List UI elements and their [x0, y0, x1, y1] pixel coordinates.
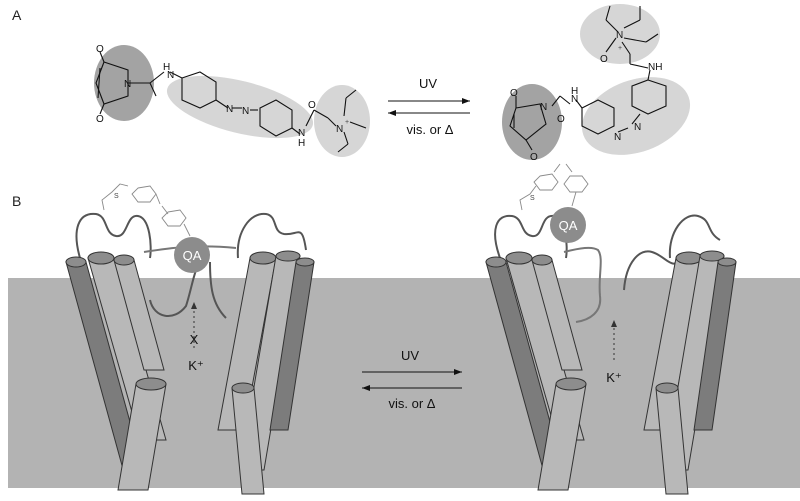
- panel-a-forward-label: UV: [419, 76, 437, 91]
- left-amide-h: H: [298, 138, 305, 149]
- panel-a-label: A: [12, 7, 22, 23]
- channel-open: S QA K⁺: [485, 163, 737, 495]
- helix-group-right-a: [485, 251, 587, 491]
- left-quat-charge: +: [345, 119, 349, 126]
- qa-label-left: QA: [183, 248, 202, 263]
- left-azo-n2: N: [242, 106, 249, 117]
- left-molecule: H N N N N H O N + N O O: [94, 44, 370, 157]
- panel-b-label: B: [12, 193, 21, 209]
- panel-a-reverse-label: vis. or Δ: [407, 122, 454, 137]
- left-maleimide-n: N: [124, 79, 131, 90]
- right-maleimide-highlight: [502, 84, 562, 160]
- right-azo-n1: N: [634, 122, 641, 133]
- helix-group-left-a: [65, 251, 167, 491]
- right-carbonyl-o-mid: O: [557, 114, 565, 125]
- left-nh-n: N: [167, 70, 174, 81]
- panel-a-equilibrium: UV vis. or Δ: [388, 76, 470, 137]
- panel-b-reverse-label: vis. or Δ: [389, 396, 436, 411]
- panel-a-reverse-arrowhead: [388, 110, 396, 116]
- channel-blocked: S QA: [65, 183, 315, 495]
- left-maleimide-o-bottom: O: [96, 114, 104, 125]
- left-ammonium-highlight: [314, 85, 370, 157]
- panel-a-forward-arrowhead: [462, 98, 470, 104]
- helix-group-left-b: [217, 250, 315, 495]
- left-azobenzene-highlight: [166, 75, 314, 139]
- right-quat-n: N: [616, 30, 623, 41]
- left-amide-n: N: [298, 128, 305, 139]
- qa-label-right: QA: [559, 218, 578, 233]
- panel-b-forward-arrowhead: [454, 369, 462, 375]
- right-maleimide-o-top: O: [510, 88, 518, 99]
- right-quat-charge: +: [618, 45, 622, 52]
- panel-b-equilibrium: UV vis. or Δ: [362, 348, 462, 411]
- blocked-mark: X: [190, 332, 199, 347]
- right-carbonyl-o-top: O: [600, 54, 608, 65]
- left-nh-h: H: [163, 62, 170, 73]
- qa-blocker-right: [550, 207, 586, 243]
- right-maleimide-n: N: [540, 102, 547, 113]
- panel-b-forward-label: UV: [401, 348, 419, 363]
- ion-left-label: K⁺: [188, 358, 204, 373]
- linker-sulfur-left: S: [114, 193, 119, 200]
- left-carbonyl-o: O: [308, 100, 316, 111]
- qa-blocker-left: [174, 237, 210, 273]
- left-quat-n: N: [336, 124, 343, 135]
- right-azobenzene-highlight: [581, 77, 691, 155]
- right-maleimide-o-bottom: O: [530, 152, 538, 163]
- right-azo-n2: N: [614, 132, 621, 143]
- panel-b-reverse-arrowhead: [362, 385, 370, 391]
- ion-right-label: K⁺: [606, 370, 622, 385]
- helix-group-right-b: [643, 250, 737, 495]
- right-nh-top: NH: [648, 62, 662, 73]
- right-amide-h: H: [571, 86, 578, 97]
- right-amide-n: N: [571, 94, 578, 105]
- linker-sulfur-right: S: [530, 195, 535, 202]
- right-molecule: N + O NH N O O O N H N N: [502, 4, 691, 163]
- left-azo-n1: N: [226, 104, 233, 115]
- left-maleimide-o-top: O: [96, 44, 104, 55]
